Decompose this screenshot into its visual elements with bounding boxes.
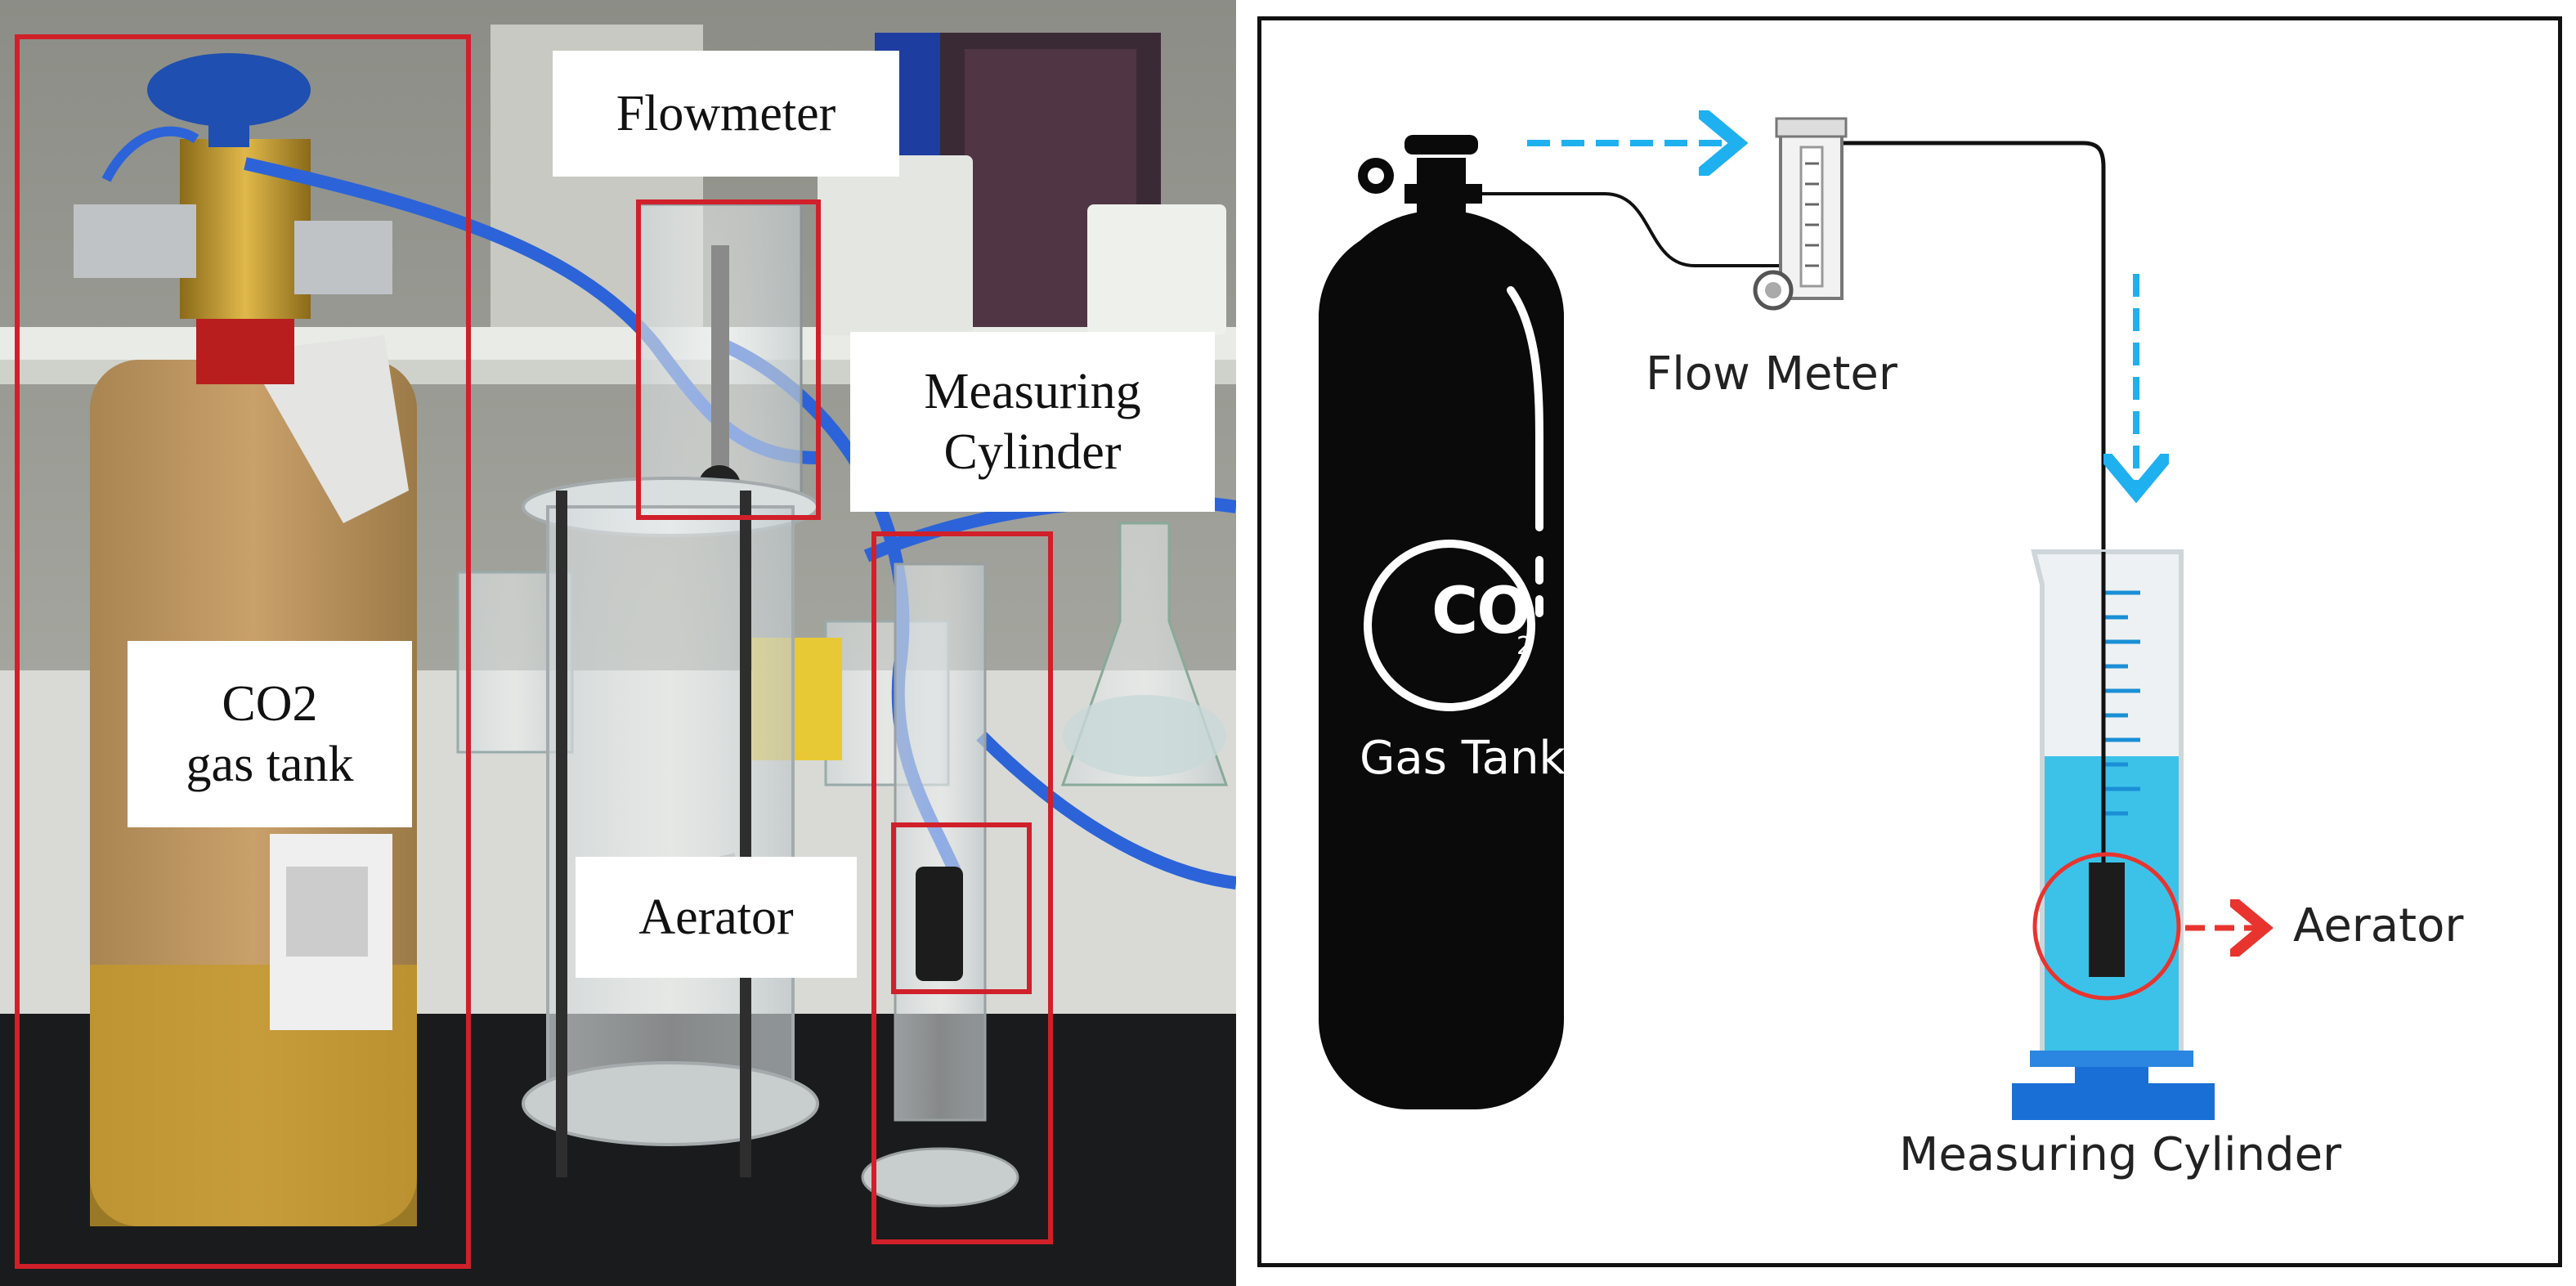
flow-meter-icon	[1753, 117, 1848, 311]
co2-tank-label-line2: gas tank	[186, 737, 354, 792]
measuring-cylinder-highlight-box	[871, 531, 1053, 1244]
measuring-cylinder-label: Measuring Cylinder	[850, 332, 1215, 512]
measuring-cylinder-label-line2: Cylinder	[943, 424, 1122, 480]
co2-tank-label-line1: CO2	[222, 675, 318, 732]
co2-tank-label: CO2 gas tank	[128, 641, 412, 827]
measuring-cylinder-label: Measuring Cylinder	[1899, 1128, 2342, 1181]
measuring-cylinder-label-line1: Measuring	[924, 363, 1141, 419]
aerator-highlight-box	[891, 822, 1032, 994]
measuring-cylinder-icon	[2012, 549, 2215, 1120]
flow-meter-label: Flow Meter	[1646, 347, 1897, 401]
flowmeter-label-text: Flowmeter	[616, 85, 836, 141]
aerator-label-text: Aerator	[638, 889, 794, 945]
schematic-panel: CO 2 Flow Meter Gas Tank Aerator Measuri…	[1257, 16, 2562, 1267]
schematic-drawing	[1319, 20, 2558, 1120]
co2-symbol: CO	[1431, 575, 1531, 648]
co2-subscript: 2	[1516, 632, 1533, 661]
photo-panel: Flowmeter Measuring Cylinder CO2 gas tan…	[0, 0, 1236, 1286]
co2-tank-highlight-box	[15, 34, 471, 1269]
aerator-label: Aerator	[576, 857, 857, 978]
flowmeter-label: Flowmeter	[553, 51, 899, 177]
aerator-icon	[2032, 852, 2181, 1001]
gas-tank-icon	[1319, 135, 1564, 1109]
aerator-label: Aerator	[2293, 899, 2464, 952]
gas-tank-label: Gas Tank	[1360, 732, 1566, 785]
flowmeter-highlight-box	[636, 199, 821, 520]
